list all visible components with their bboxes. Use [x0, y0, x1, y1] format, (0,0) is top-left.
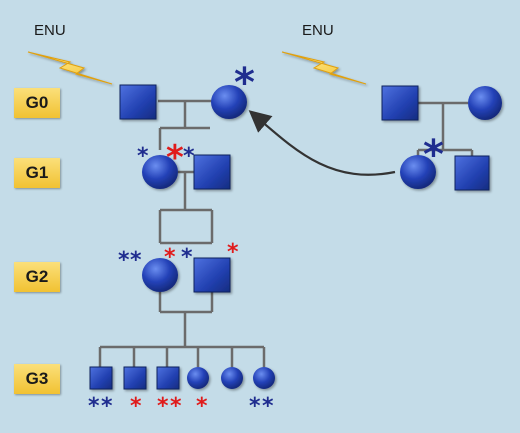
mutation-asterisk: * [249, 394, 261, 419]
g3-male-square-1 [89, 366, 113, 390]
mutation-asterisk: * [137, 144, 149, 169]
mutation-asterisk: * [170, 394, 182, 419]
g0-right-female-circle [468, 86, 502, 120]
g1-male-square [193, 154, 231, 190]
mutation-asterisk: * [101, 394, 113, 419]
transfer-arrow [248, 110, 396, 176]
mutation-asterisk: * [262, 394, 274, 419]
g3-male-square-3 [156, 366, 180, 390]
g1-female-circle [142, 155, 178, 189]
g3-female-circle-1 [187, 367, 209, 389]
mutation-asterisk: * [423, 132, 444, 178]
mutation-asterisk: * [118, 248, 130, 273]
g2-female-circle [142, 258, 178, 292]
generation-label-g0: G0 [14, 88, 60, 118]
mutation-asterisk: * [130, 394, 142, 419]
mutation-asterisk: * [227, 240, 239, 265]
g0-female-circle [211, 85, 247, 119]
enu-label-left: ENU [34, 22, 66, 39]
mutation-asterisk: * [181, 245, 193, 270]
g0-right-male-square [381, 85, 419, 121]
generation-label-g2: G2 [14, 262, 60, 292]
g1-right-male-square [454, 155, 490, 191]
g3-female-circle-2 [221, 367, 243, 389]
mutation-asterisk: * [157, 394, 169, 419]
g3-male-square-2 [123, 366, 147, 390]
mutation-asterisk: * [130, 248, 142, 273]
g2-male-square [193, 257, 231, 293]
generation-label-g1: G1 [14, 158, 60, 188]
mutation-asterisk: * [164, 245, 176, 270]
pedigree-lines [98, 99, 266, 367]
generation-label-g3: G3 [14, 364, 60, 394]
mutation-asterisk: * [183, 144, 195, 169]
lightning-bolt-icon-right [281, 51, 367, 85]
mutation-asterisk: * [166, 138, 184, 178]
enu-label-right: ENU [302, 22, 334, 39]
mutation-asterisk: * [234, 60, 255, 106]
g3-female-circle-3 [253, 367, 275, 389]
lightning-bolt-icon-left [27, 51, 113, 85]
mutation-asterisk: * [88, 394, 100, 419]
g0-male-square [119, 84, 157, 120]
mutation-asterisk: * [196, 394, 208, 419]
g1-right-female-circle [400, 155, 436, 189]
